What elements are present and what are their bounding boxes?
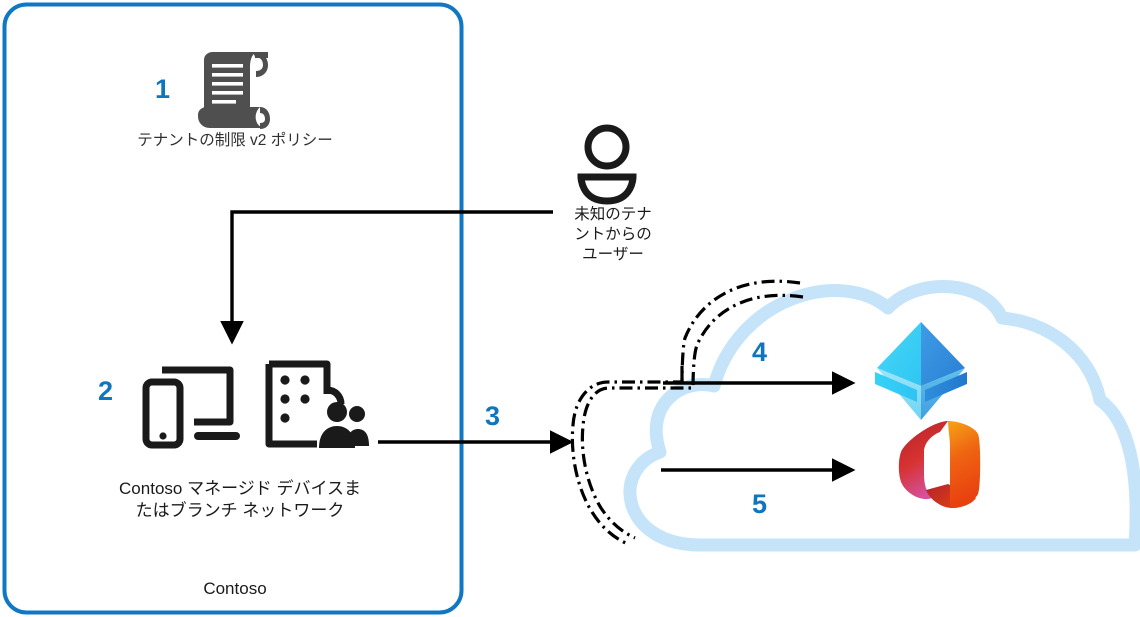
step-number-5: 5: [752, 489, 768, 519]
step-number-2: 2: [98, 376, 114, 406]
contoso-boundary-label: Contoso: [203, 579, 267, 598]
step-number-3: 3: [485, 401, 501, 431]
external-user-label: 未知のテナ ントからの ユーザー: [574, 206, 652, 263]
branch-office-people-icon: [265, 360, 369, 448]
user-to-device-arrow: [220, 210, 553, 345]
managed-device-label: Contoso マネージド デバイスま たはブランチ ネットワーク: [119, 479, 361, 520]
step-number-1: 1: [155, 74, 171, 104]
step-number-4: 4: [752, 337, 768, 367]
policy-label: テナントの制限 v2 ポリシー: [137, 132, 333, 149]
devices-icon: [142, 366, 240, 449]
